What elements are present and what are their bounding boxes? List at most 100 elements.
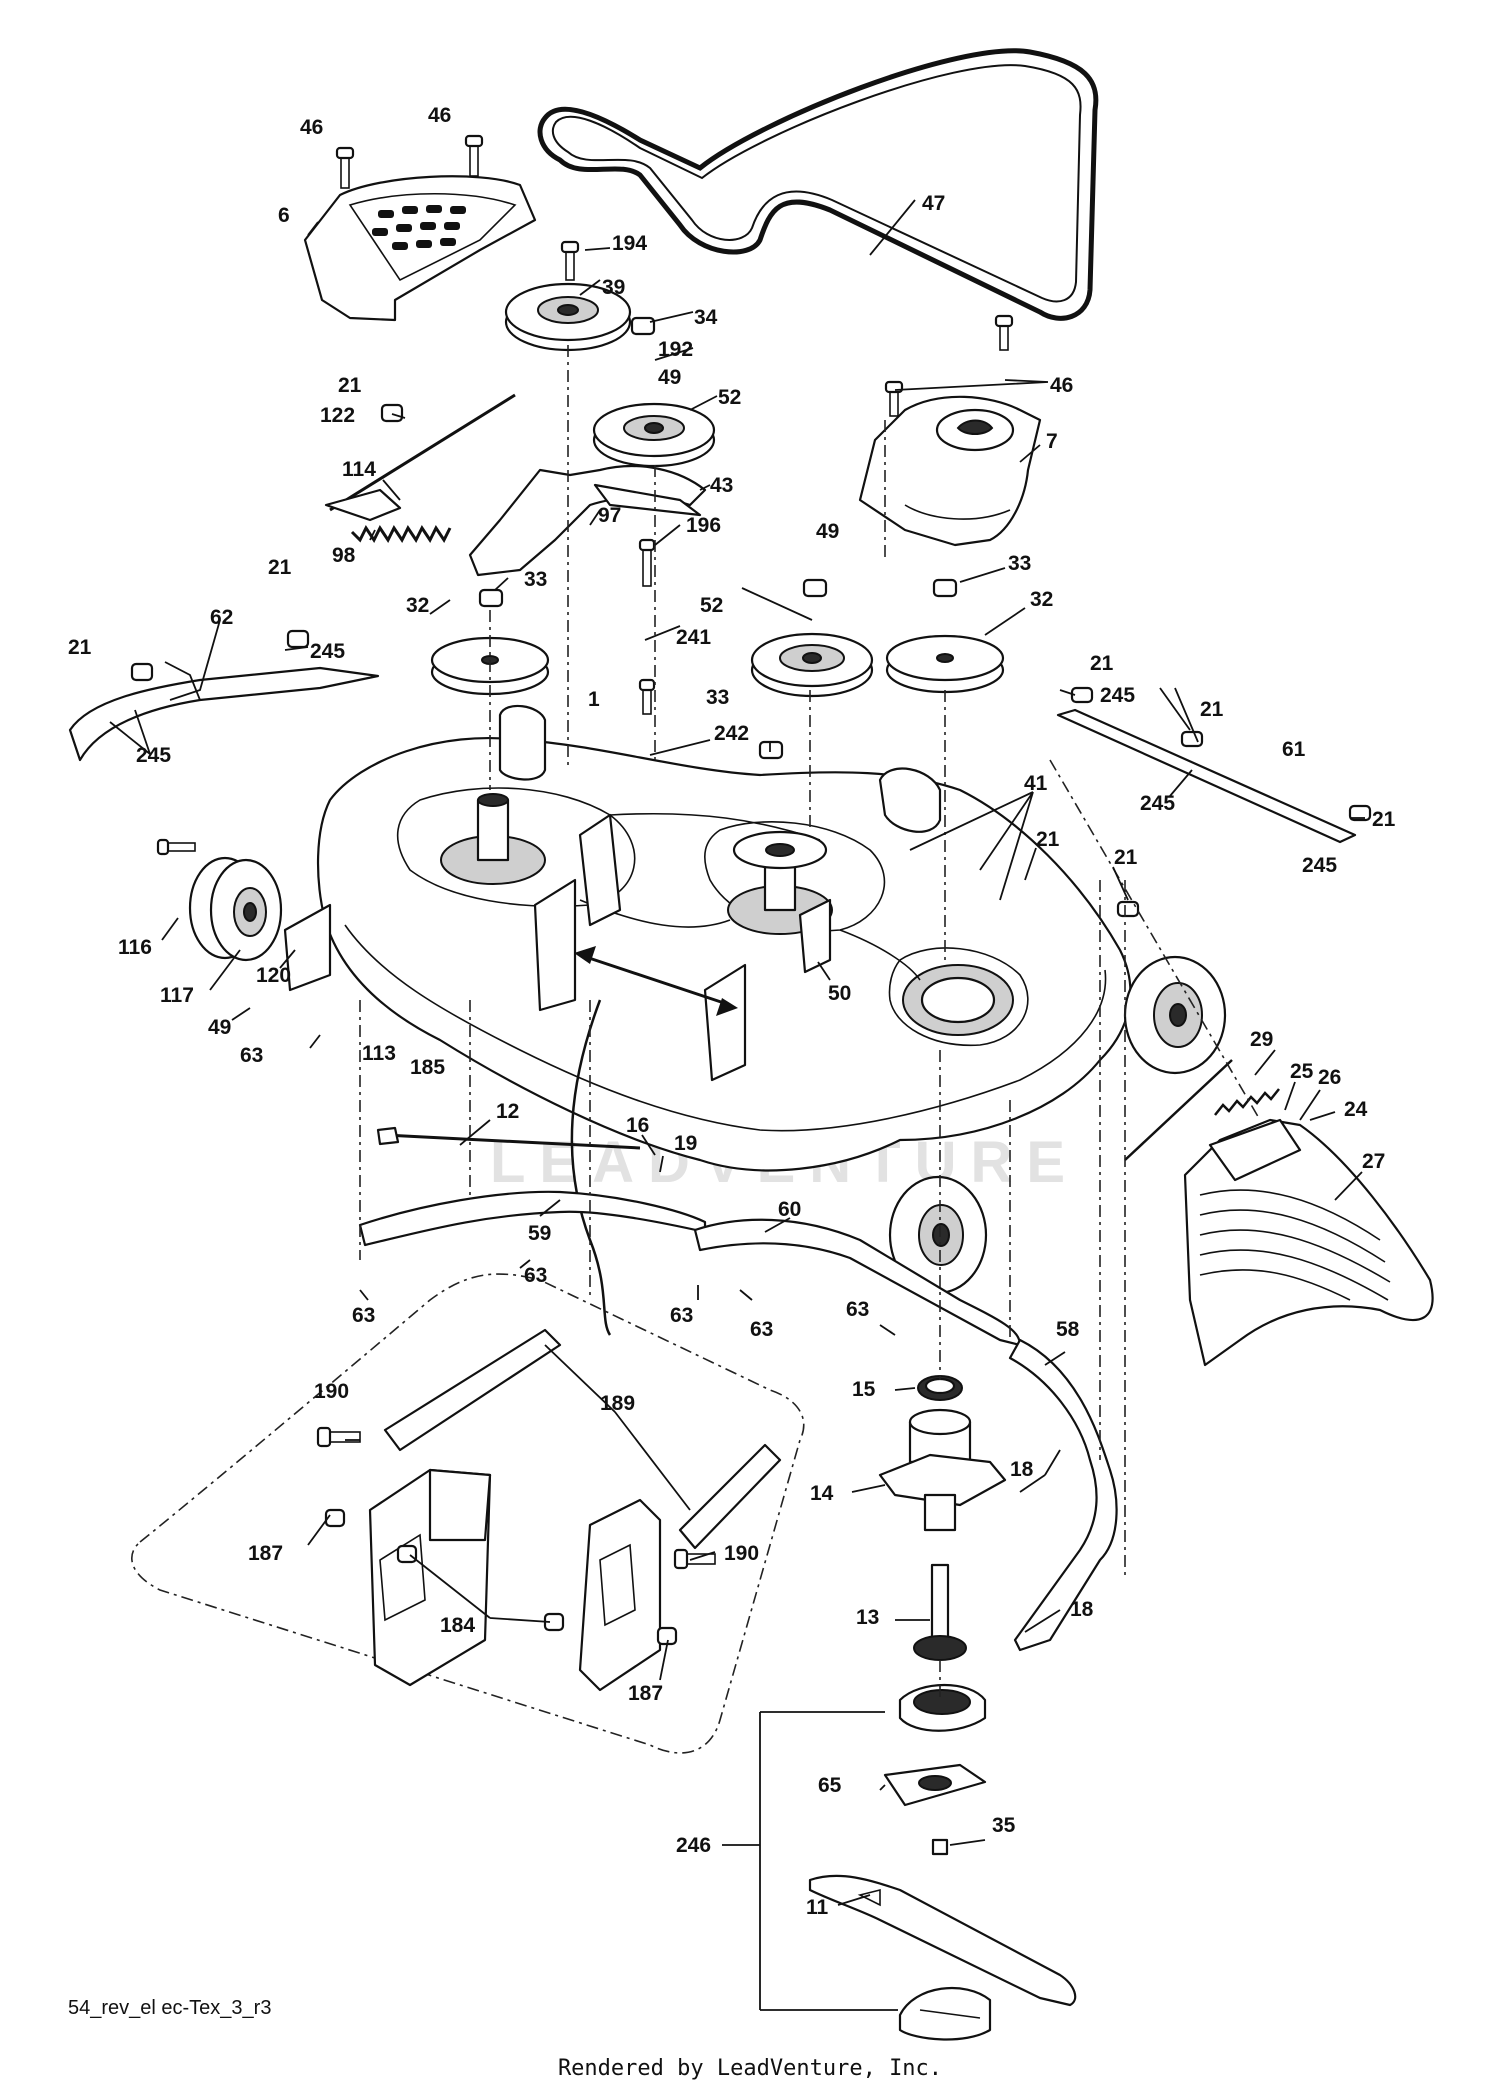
lift-link-rod (376, 1126, 641, 1150)
part-label-61: 61 (1282, 738, 1306, 761)
idler-pulley-52-lower (750, 632, 874, 698)
part-label-63: 63 (670, 1304, 693, 1327)
spindle-assembly (878, 1375, 1007, 1661)
hardware-bolts (156, 134, 1014, 856)
part-label-29: 29 (1250, 1028, 1273, 1051)
adjustment-arrow (574, 946, 738, 1016)
part-label-246: 246 (676, 1834, 711, 1857)
part-label-52: 52 (718, 386, 741, 409)
part-label-63: 63 (352, 1304, 375, 1327)
lift-bracket-right (578, 1443, 782, 1692)
part-label-245: 245 (1140, 792, 1175, 815)
part-label-16: 16 (626, 1114, 649, 1137)
tension-spring (350, 525, 452, 543)
part-label-245: 245 (136, 744, 171, 767)
part-label-21: 21 (1036, 828, 1060, 851)
part-label-46: 46 (1050, 374, 1073, 397)
part-label-184: 184 (440, 1614, 475, 1637)
part-label-50: 50 (828, 982, 851, 1005)
part-label-98: 98 (332, 544, 356, 567)
baffle-rail-left (68, 666, 380, 762)
part-label-12: 12 (496, 1100, 519, 1123)
part-label-187: 187 (628, 1682, 663, 1705)
deck-brackets (283, 813, 832, 1082)
chute-spring-rod (1124, 1059, 1280, 1161)
part-label-245: 245 (310, 640, 345, 663)
part-label-47: 47 (922, 192, 945, 215)
lift-bracket-left (368, 1328, 562, 1687)
idler-pulley-52-upper (592, 402, 716, 468)
part-label-25: 25 (1290, 1060, 1314, 1083)
part-label-46: 46 (300, 116, 323, 139)
baffle-front-60 (693, 1218, 1022, 1347)
part-label-116: 116 (118, 936, 152, 959)
part-label-189: 189 (600, 1392, 635, 1415)
drive-belt (537, 48, 1099, 321)
tension-rod (324, 393, 516, 522)
deck-spindle-right (727, 830, 833, 935)
assembly-lines (359, 345, 1261, 1700)
baffle-rail-right (1056, 708, 1357, 844)
part-label-97: 97 (598, 504, 621, 527)
deck-wheel-rear-left (498, 704, 547, 781)
part-label-192: 192 (658, 338, 693, 361)
part-label-26: 26 (1318, 1066, 1341, 1089)
part-label-32: 32 (406, 594, 429, 617)
part-label-196: 196 (686, 514, 721, 537)
part-label-19: 19 (674, 1132, 697, 1155)
part-label-59: 59 (528, 1222, 551, 1245)
part-label-63: 63 (750, 1318, 773, 1341)
spindle-pulley-32-right (885, 634, 1005, 694)
part-label-122: 122 (320, 404, 355, 427)
part-label-21: 21 (268, 556, 292, 579)
part-label-114: 114 (342, 458, 376, 481)
part-label-242: 242 (714, 722, 749, 745)
part-label-187: 187 (248, 1542, 283, 1565)
part-label-46: 46 (428, 104, 451, 127)
deck-wheel-rear-right (878, 767, 942, 833)
part-label-24: 24 (1344, 1098, 1368, 1121)
belt-cover-left (303, 175, 537, 322)
part-label-21: 21 (1114, 846, 1138, 869)
part-labels: 46 46 6 47 194 39 34 192 49 52 46 7 21 1… (68, 104, 1396, 1919)
inset-bolts (316, 1426, 716, 1646)
part-label-52: 52 (700, 594, 723, 617)
part-label-6: 6 (278, 204, 290, 227)
part-label-63: 63 (240, 1044, 263, 1067)
part-label-33: 33 (706, 686, 729, 709)
part-label-41: 41 (1024, 772, 1048, 795)
blade-assembly (808, 1684, 1077, 2041)
part-label-241: 241 (676, 626, 711, 649)
render-credit: Rendered by LeadVenture, Inc. (557, 2056, 943, 2081)
part-label-49: 49 (658, 366, 681, 389)
part-label-58: 58 (1056, 1318, 1080, 1341)
part-label-39: 39 (602, 276, 625, 299)
part-label-34: 34 (694, 306, 718, 329)
part-label-65: 65 (818, 1774, 842, 1797)
deck-wheel-front-center (888, 1175, 988, 1295)
part-label-18: 18 (1070, 1598, 1094, 1621)
part-label-245: 245 (1100, 684, 1135, 707)
deck-cable (570, 999, 612, 1336)
part-label-113: 113 (362, 1042, 396, 1065)
part-label-21: 21 (1090, 652, 1114, 675)
part-label-117: 117 (160, 984, 194, 1007)
part-label-63: 63 (846, 1298, 869, 1321)
deck-spindle-left (440, 793, 546, 885)
diagram-code: 54_rev_el ec-Tex_3_r3 (68, 1997, 272, 2019)
part-label-245: 245 (1302, 854, 1337, 877)
baffle-side-58 (1008, 1338, 1118, 1652)
part-label-190: 190 (314, 1380, 349, 1403)
part-label-1: 1 (588, 688, 600, 711)
part-label-15: 15 (852, 1378, 876, 1401)
part-label-32: 32 (1030, 588, 1053, 611)
part-label-7: 7 (1046, 430, 1058, 453)
part-label-60: 60 (778, 1198, 801, 1221)
leader-lines (109, 199, 1365, 2011)
part-label-120: 120 (256, 964, 291, 987)
belt-cover-right (858, 395, 1042, 547)
part-label-49: 49 (208, 1016, 231, 1039)
part-label-11: 11 (806, 1896, 829, 1919)
gauge-wheel-left (188, 856, 283, 962)
